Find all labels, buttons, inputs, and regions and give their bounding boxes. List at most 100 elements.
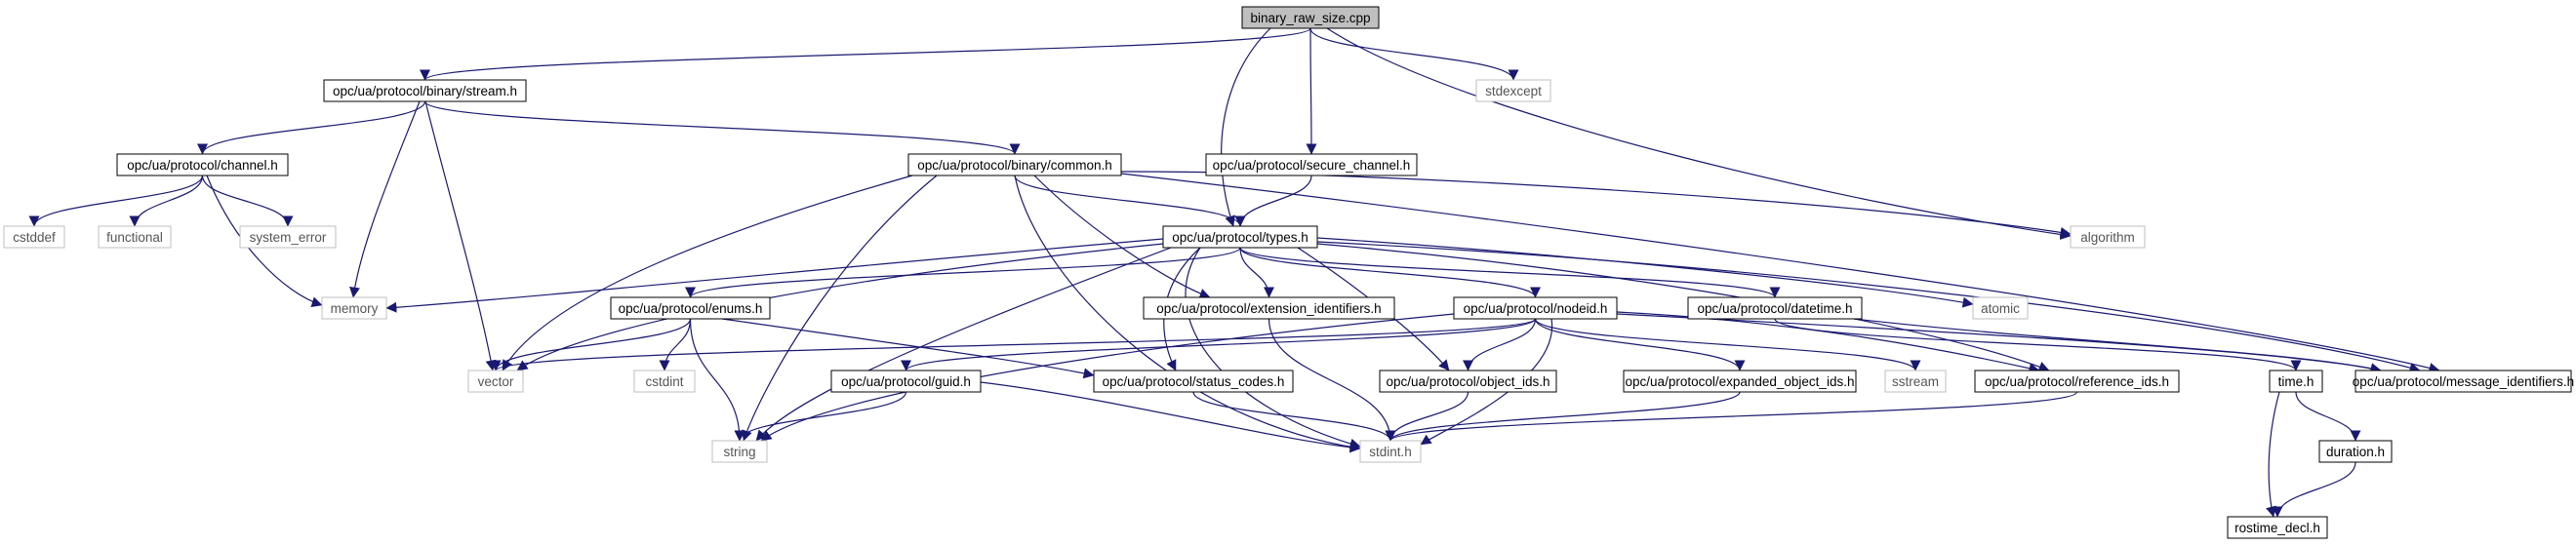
node-label: duration.h xyxy=(2326,445,2385,459)
node-functional: functional xyxy=(98,225,172,249)
node-stream[interactable]: opc/ua/protocol/binary/stream.h xyxy=(323,79,527,102)
edge-datetime-to-message_identifiers xyxy=(1853,318,2382,374)
dependency-edges xyxy=(28,27,2440,518)
edge-root-to-types xyxy=(1221,27,1271,227)
node-label: opc/ua/protocol/nodeid.h xyxy=(1464,301,1608,316)
node-message-identifiers[interactable]: opc/ua/protocol/message_identifiers.h xyxy=(2353,370,2574,393)
edge-guid-to-string xyxy=(734,391,907,442)
edge-enums-to-string xyxy=(689,318,745,442)
node-datetime[interactable]: opc/ua/protocol/datetime.h xyxy=(1687,296,1863,320)
node-enums[interactable]: opc/ua/protocol/enums.h xyxy=(610,296,771,320)
edge-channel-to-functional xyxy=(129,175,204,227)
node-label: algorithm xyxy=(2080,230,2135,245)
edge-stream-to-memory xyxy=(349,100,421,298)
node-stdexcept: stdexcept xyxy=(1475,79,1551,102)
node-label: opc/ua/protocol/datetime.h xyxy=(1697,301,1852,316)
edge-enums-to-status_codes xyxy=(721,318,1095,379)
node-label: cstdint xyxy=(645,374,683,389)
node-box xyxy=(321,296,387,320)
edge-channel-to-memory xyxy=(206,175,323,307)
node-guid[interactable]: opc/ua/protocol/guid.h xyxy=(830,370,982,393)
node-label: stdint.h xyxy=(1369,445,1412,459)
node-stdint: stdint.h xyxy=(1359,440,1422,463)
node-root: binary_raw_size.cpp xyxy=(1241,6,1380,29)
edge-time-to-rostime_decl xyxy=(2266,391,2280,518)
edge-status_codes-to-stdint xyxy=(1192,391,1396,442)
node-box xyxy=(1241,6,1380,29)
node-status-codes[interactable]: opc/ua/protocol/status_codes.h xyxy=(1093,370,1294,393)
node-time[interactable]: time.h xyxy=(2269,370,2323,393)
edge-channel-to-cstddef xyxy=(28,175,204,227)
edge-common-to-extension_identifiers xyxy=(1033,175,1211,299)
node-label: sstream xyxy=(1892,374,1939,389)
node-box xyxy=(1972,296,2029,320)
node-object-ids[interactable]: opc/ua/protocol/object_ids.h xyxy=(1379,370,1557,393)
node-box xyxy=(830,370,982,393)
edge-reference_ids-to-stdint xyxy=(1385,391,2078,442)
node-box xyxy=(633,370,696,393)
edge-types-to-message_identifiers xyxy=(1316,241,2421,373)
edge-expanded_object_ids-to-stdint xyxy=(1385,391,1741,442)
edge-guid-to-stdint xyxy=(980,381,1361,453)
node-label: time.h xyxy=(2278,374,2314,389)
edge-common-to-string xyxy=(742,175,938,442)
node-label: opc/ua/protocol/enums.h xyxy=(619,301,763,316)
edge-time-to-duration xyxy=(2295,391,2361,442)
node-box xyxy=(1475,79,1551,102)
node-label: opc/ua/protocol/reference_ids.h xyxy=(1985,374,2169,389)
edge-types-to-datetime xyxy=(1239,247,1781,298)
node-memory: memory xyxy=(321,296,387,320)
edge-enums-to-cstdint xyxy=(659,318,692,371)
node-box xyxy=(98,225,172,249)
edge-stream-to-vector xyxy=(424,100,497,371)
node-label: string xyxy=(723,445,755,459)
node-box xyxy=(323,79,527,102)
node-nodeid[interactable]: opc/ua/protocol/nodeid.h xyxy=(1453,296,1618,320)
edge-secure_channel-to-types xyxy=(1234,175,1312,227)
node-box xyxy=(1884,370,1947,393)
edge-nodeid-to-vector xyxy=(490,318,1537,371)
node-box xyxy=(1974,370,2180,393)
edge-types-to-extension_identifiers xyxy=(1239,247,1274,298)
node-box xyxy=(1379,370,1557,393)
edge-enums-to-vector xyxy=(490,318,692,371)
node-cstdint: cstdint xyxy=(633,370,696,393)
node-label: system_error xyxy=(250,230,327,245)
node-label: opc/ua/protocol/channel.h xyxy=(127,158,278,173)
edge-types-to-atomic xyxy=(1316,237,1974,308)
node-box xyxy=(1093,370,1294,393)
edge-common-to-stdint xyxy=(1014,175,1361,452)
node-box xyxy=(1162,225,1318,249)
edge-extension_identifiers-to-stdint xyxy=(1268,318,1396,442)
node-box xyxy=(1687,296,1863,320)
node-string: string xyxy=(711,440,768,463)
node-extension-identifiers[interactable]: opc/ua/protocol/extension_identifiers.h xyxy=(1143,296,1395,320)
node-secure-channel[interactable]: opc/ua/protocol/secure_channel.h xyxy=(1205,153,1418,176)
node-label: rostime_decl.h xyxy=(2234,521,2320,535)
node-box xyxy=(467,370,524,393)
edge-nodeid-to-guid xyxy=(901,318,1537,371)
edge-nodeid-to-stdint xyxy=(1420,318,1552,446)
node-label: opc/ua/protocol/guid.h xyxy=(841,374,971,389)
node-label: vector xyxy=(478,374,514,389)
node-types[interactable]: opc/ua/protocol/types.h xyxy=(1162,225,1318,249)
node-box xyxy=(1143,296,1395,320)
node-duration[interactable]: duration.h xyxy=(2318,440,2393,463)
node-box xyxy=(2269,370,2323,393)
node-system-error: system_error xyxy=(239,225,337,249)
node-reference-ids[interactable]: opc/ua/protocol/reference_ids.h xyxy=(1974,370,2180,393)
edge-common-to-vector xyxy=(502,175,913,371)
node-label: opc/ua/protocol/extension_identifiers.h xyxy=(1156,301,1381,316)
node-rostime-decl[interactable]: rostime_decl.h xyxy=(2227,516,2328,539)
edge-common-to-types xyxy=(1014,175,1246,227)
node-box xyxy=(907,153,1122,176)
node-box xyxy=(711,440,768,463)
node-common[interactable]: opc/ua/protocol/binary/common.h xyxy=(907,153,1122,176)
node-channel[interactable]: opc/ua/protocol/channel.h xyxy=(116,153,289,176)
node-sstream: sstream xyxy=(1884,370,1947,393)
node-label: opc/ua/protocol/message_identifiers.h xyxy=(2353,374,2574,389)
node-label: opc/ua/protocol/types.h xyxy=(1172,230,1308,245)
node-expanded-object-ids[interactable]: opc/ua/protocol/expanded_object_ids.h xyxy=(1623,370,1857,393)
edge-channel-to-system_error xyxy=(201,175,294,227)
